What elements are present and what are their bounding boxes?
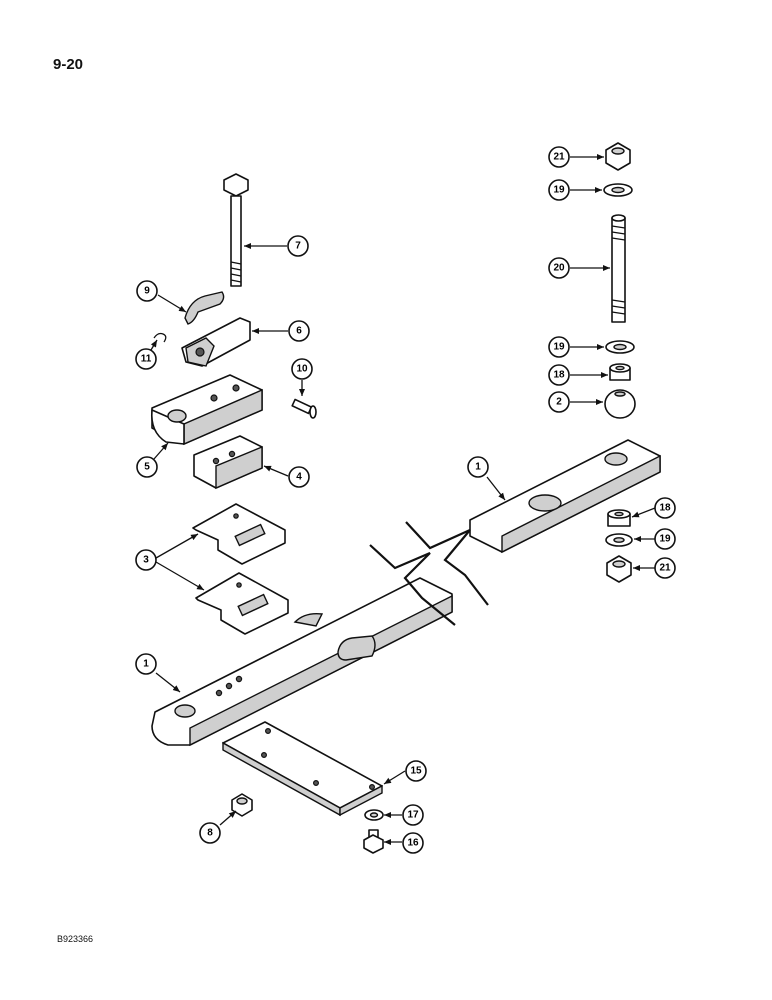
callout-15: 15 — [405, 760, 427, 782]
drawbar — [151, 439, 661, 747]
callout-7: 7 — [287, 235, 309, 257]
callout-21-top: 21 — [548, 146, 570, 168]
callout-11: 11 — [135, 348, 157, 370]
svg-text:9: 9 — [144, 286, 150, 297]
spacer-block — [193, 435, 263, 490]
callout-10: 10 — [291, 358, 313, 380]
svg-text:21: 21 — [659, 563, 671, 574]
figure-code: B923366 — [57, 934, 94, 944]
bushing-18-lower — [607, 509, 631, 527]
bolt-16 — [363, 829, 384, 854]
lock-nut-21-top — [605, 142, 631, 171]
callout-18-lower: 18 — [654, 497, 676, 519]
callout-19-mid: 19 — [548, 336, 570, 358]
svg-text:4: 4 — [296, 472, 302, 483]
mounting-plate — [222, 721, 383, 817]
callout-4: 4 — [288, 466, 310, 488]
callout-9: 9 — [136, 280, 158, 302]
weight-block — [150, 374, 263, 446]
callout-3: 3 — [135, 549, 157, 571]
callout-1-right: 1 — [467, 456, 489, 478]
svg-text:1: 1 — [143, 659, 149, 670]
ball — [604, 389, 636, 419]
slotted-plate-upper — [192, 503, 286, 565]
stud — [611, 214, 626, 323]
svg-text:17: 17 — [407, 810, 419, 821]
svg-text:18: 18 — [659, 503, 671, 514]
svg-text:5: 5 — [144, 462, 150, 473]
svg-text:19: 19 — [659, 534, 671, 545]
slotted-plate-lower — [195, 572, 289, 635]
washer-19-top — [603, 183, 633, 197]
svg-text:6: 6 — [296, 326, 302, 337]
latch — [184, 291, 225, 325]
callout-6: 6 — [288, 320, 310, 342]
spring-clip — [153, 332, 167, 343]
lock-nut-8 — [231, 793, 253, 817]
page-number: 9-20 — [53, 56, 84, 73]
callout-16: 16 — [402, 832, 424, 854]
bracket — [181, 317, 251, 367]
callout-19-lower: 19 — [654, 528, 676, 550]
bushing-18 — [609, 363, 631, 381]
callout-21-lower: 21 — [654, 557, 676, 579]
svg-text:20: 20 — [553, 263, 565, 274]
callout-1-left: 1 — [135, 653, 157, 675]
callout-20: 20 — [548, 257, 570, 279]
svg-text:21: 21 — [553, 152, 565, 163]
leader-lines — [150, 154, 656, 845]
callout-2: 2 — [548, 391, 570, 413]
svg-text:1: 1 — [475, 462, 481, 473]
callout-18-top: 18 — [548, 364, 570, 386]
washer-19-lower — [605, 533, 633, 547]
callout-19-top: 19 — [548, 179, 570, 201]
svg-text:16: 16 — [407, 838, 419, 849]
pin — [291, 398, 317, 419]
svg-text:10: 10 — [296, 364, 308, 375]
svg-text:18: 18 — [553, 370, 565, 381]
svg-text:3: 3 — [143, 555, 149, 566]
svg-text:19: 19 — [553, 342, 565, 353]
callout-17: 17 — [402, 804, 424, 826]
washer-17 — [364, 809, 384, 821]
svg-text:11: 11 — [141, 354, 152, 365]
washer-19-mid — [605, 340, 635, 354]
callout-5: 5 — [136, 456, 158, 478]
bolt — [223, 173, 249, 287]
svg-text:19: 19 — [553, 185, 565, 196]
svg-text:7: 7 — [295, 241, 301, 252]
callout-8: 8 — [199, 822, 221, 844]
svg-text:8: 8 — [207, 828, 213, 839]
svg-text:2: 2 — [556, 397, 562, 408]
lock-nut-21-lower — [606, 555, 632, 583]
svg-text:15: 15 — [410, 766, 422, 777]
